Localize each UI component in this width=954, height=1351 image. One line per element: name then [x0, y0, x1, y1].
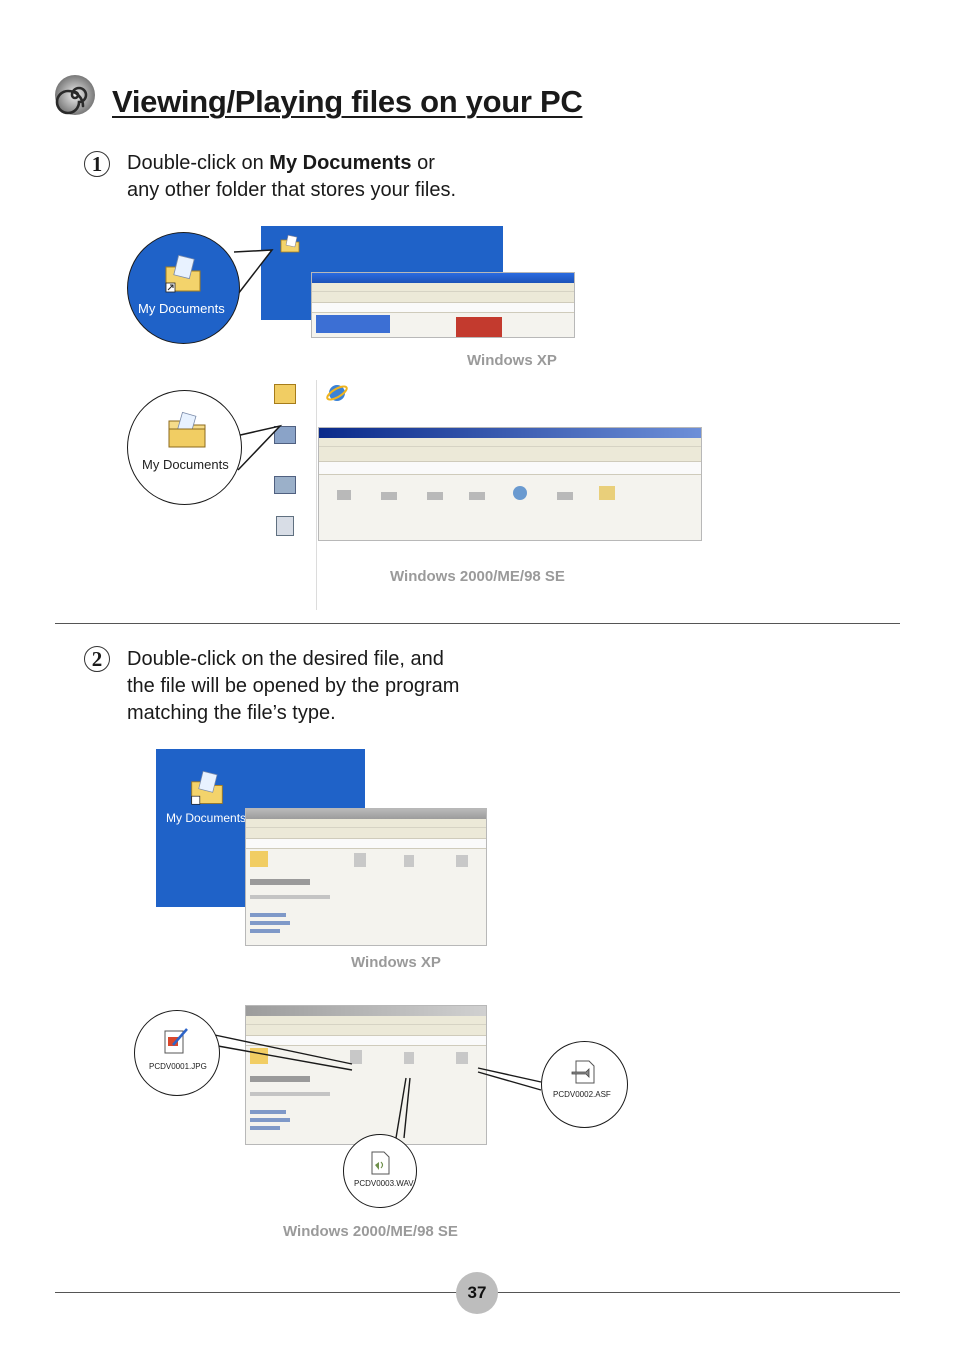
audio-file-icon[interactable]	[367, 1149, 393, 1177]
caption-windows-2000-2: Windows 2000/ME/98 SE	[283, 1223, 458, 1240]
desktop-folder-icon	[274, 384, 296, 404]
my-documents-folder-icon[interactable]	[166, 411, 208, 451]
my-documents-icon-2[interactable]	[188, 771, 226, 807]
step-number-1: 1	[84, 151, 110, 177]
image-file-icon[interactable]	[161, 1025, 191, 1057]
wav-file-label: PCDV0003.WAV	[354, 1179, 414, 1188]
my-documents-label-2: My Documents	[166, 811, 247, 825]
step-1-line2: any other folder that stores your files.	[127, 179, 457, 201]
step-2-line2: the file will be opened by the program	[127, 675, 460, 697]
jpg-file-callout: PCDV0001.JPG	[134, 1010, 220, 1096]
my-documents-icon[interactable]	[162, 255, 204, 295]
callout-pointer-w2k-1	[235, 424, 283, 471]
step-1-text: Double-click on My Documents or any othe…	[127, 150, 456, 204]
step-1-line1-suffix: or	[411, 152, 435, 174]
step-2-line3: matching the file’s type.	[127, 702, 336, 724]
desktop-computer-icon	[274, 426, 296, 444]
my-documents-label: My Documents	[138, 301, 225, 316]
swirl-icon	[55, 75, 95, 115]
asf-file-label: PCDV0002.ASF	[553, 1090, 611, 1099]
page-number-badge: 37	[456, 1272, 498, 1314]
internet-explorer-icon	[326, 385, 348, 401]
step-number-2: 2	[84, 646, 110, 672]
section-divider	[55, 623, 900, 624]
step-2-text: Double-click on the desired file, and th…	[127, 646, 459, 727]
caption-windows-xp-2: Windows XP	[351, 954, 441, 971]
my-documents-small-icon	[280, 234, 300, 253]
my-documents-label-w2k: My Documents	[142, 457, 229, 472]
desktop-recycle-bin-icon	[276, 516, 294, 536]
step-2-line1: Double-click on the desired file, and	[127, 648, 444, 670]
w2k-my-computer-window	[318, 427, 702, 541]
my-documents-callout-xp: My Documents	[127, 232, 240, 344]
caption-windows-2000-1: Windows 2000/ME/98 SE	[390, 568, 565, 585]
caption-windows-xp-1: Windows XP	[467, 352, 557, 369]
xp-explorer-window	[311, 272, 575, 338]
step-1-line1-prefix: Double-click on	[127, 152, 270, 174]
page-title: Viewing/Playing files on your PC	[112, 84, 583, 119]
desktop-network-icon	[274, 476, 296, 494]
asf-file-callout: PCDV0002.ASF	[541, 1041, 628, 1128]
callout-pointer-xp-1	[233, 249, 274, 295]
my-documents-callout-w2k: My Documents	[127, 390, 242, 505]
xp-folder-window	[245, 808, 487, 946]
jpg-file-label: PCDV0001.JPG	[149, 1062, 207, 1071]
video-file-icon[interactable]	[570, 1058, 600, 1086]
wav-file-callout: PCDV0003.WAV	[343, 1134, 417, 1208]
step-1-line1-bold: My Documents	[269, 152, 412, 174]
w2k-desktop-screenshot	[262, 380, 317, 610]
